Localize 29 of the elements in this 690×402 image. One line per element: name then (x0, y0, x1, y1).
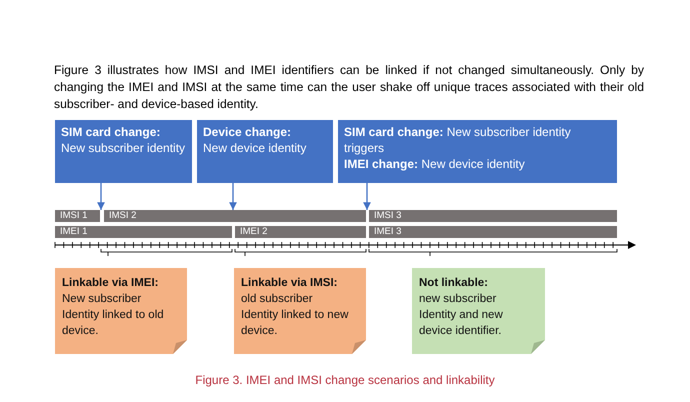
timeline-bar: IMEI 2 (235, 226, 366, 238)
note-text: new subscriber Identity and new device identifier. (419, 292, 504, 340)
arrow (363, 183, 371, 210)
event-box (55, 120, 192, 183)
note-text: old subscriber Identity linked to new device. (241, 292, 350, 340)
timeline-bar: IMEI 1 (55, 226, 232, 238)
note-heading: Linkable via IMSI: (241, 276, 338, 291)
event-text: IMEI change: New device identity (344, 156, 526, 173)
intro-paragraph: Figure 3 illustrates how IMSI and IMEI identifiers can be linked if not changed simultaneously. Only by changing the IMEI and IMSI at the same time can the user shake off unique traces associated with their old subscriber- and device-based identity. (54, 62, 644, 112)
event-box (197, 120, 333, 183)
arrow (229, 183, 237, 210)
event-heading: Device change: (203, 124, 292, 140)
note-heading: Not linkable: (419, 276, 490, 291)
event-text: New subscriber identity (61, 140, 186, 156)
sticky-note (234, 268, 366, 354)
timeline-bar: IMEI 3 (369, 226, 617, 238)
event-text: New device identity (203, 140, 308, 156)
sticky-note (55, 268, 187, 354)
event-box (338, 120, 617, 183)
timeline-bar: IMSI 3 (369, 210, 617, 222)
event-text: SIM card change: New subscriber identity triggers (344, 124, 572, 156)
arrow (97, 183, 105, 210)
sticky-note (412, 268, 545, 354)
timeline-bar: IMSI 1 (55, 210, 100, 222)
note-text: New subscriber Identity linked to old device. (62, 292, 165, 340)
figure-caption: Figure 3. IMEI and IMSI change scenarios and linkability (194, 373, 496, 387)
timeline-bar: IMSI 2 (104, 210, 366, 222)
event-heading: SIM card change: (61, 124, 162, 140)
note-heading: Linkable via IMEI: (62, 276, 160, 291)
